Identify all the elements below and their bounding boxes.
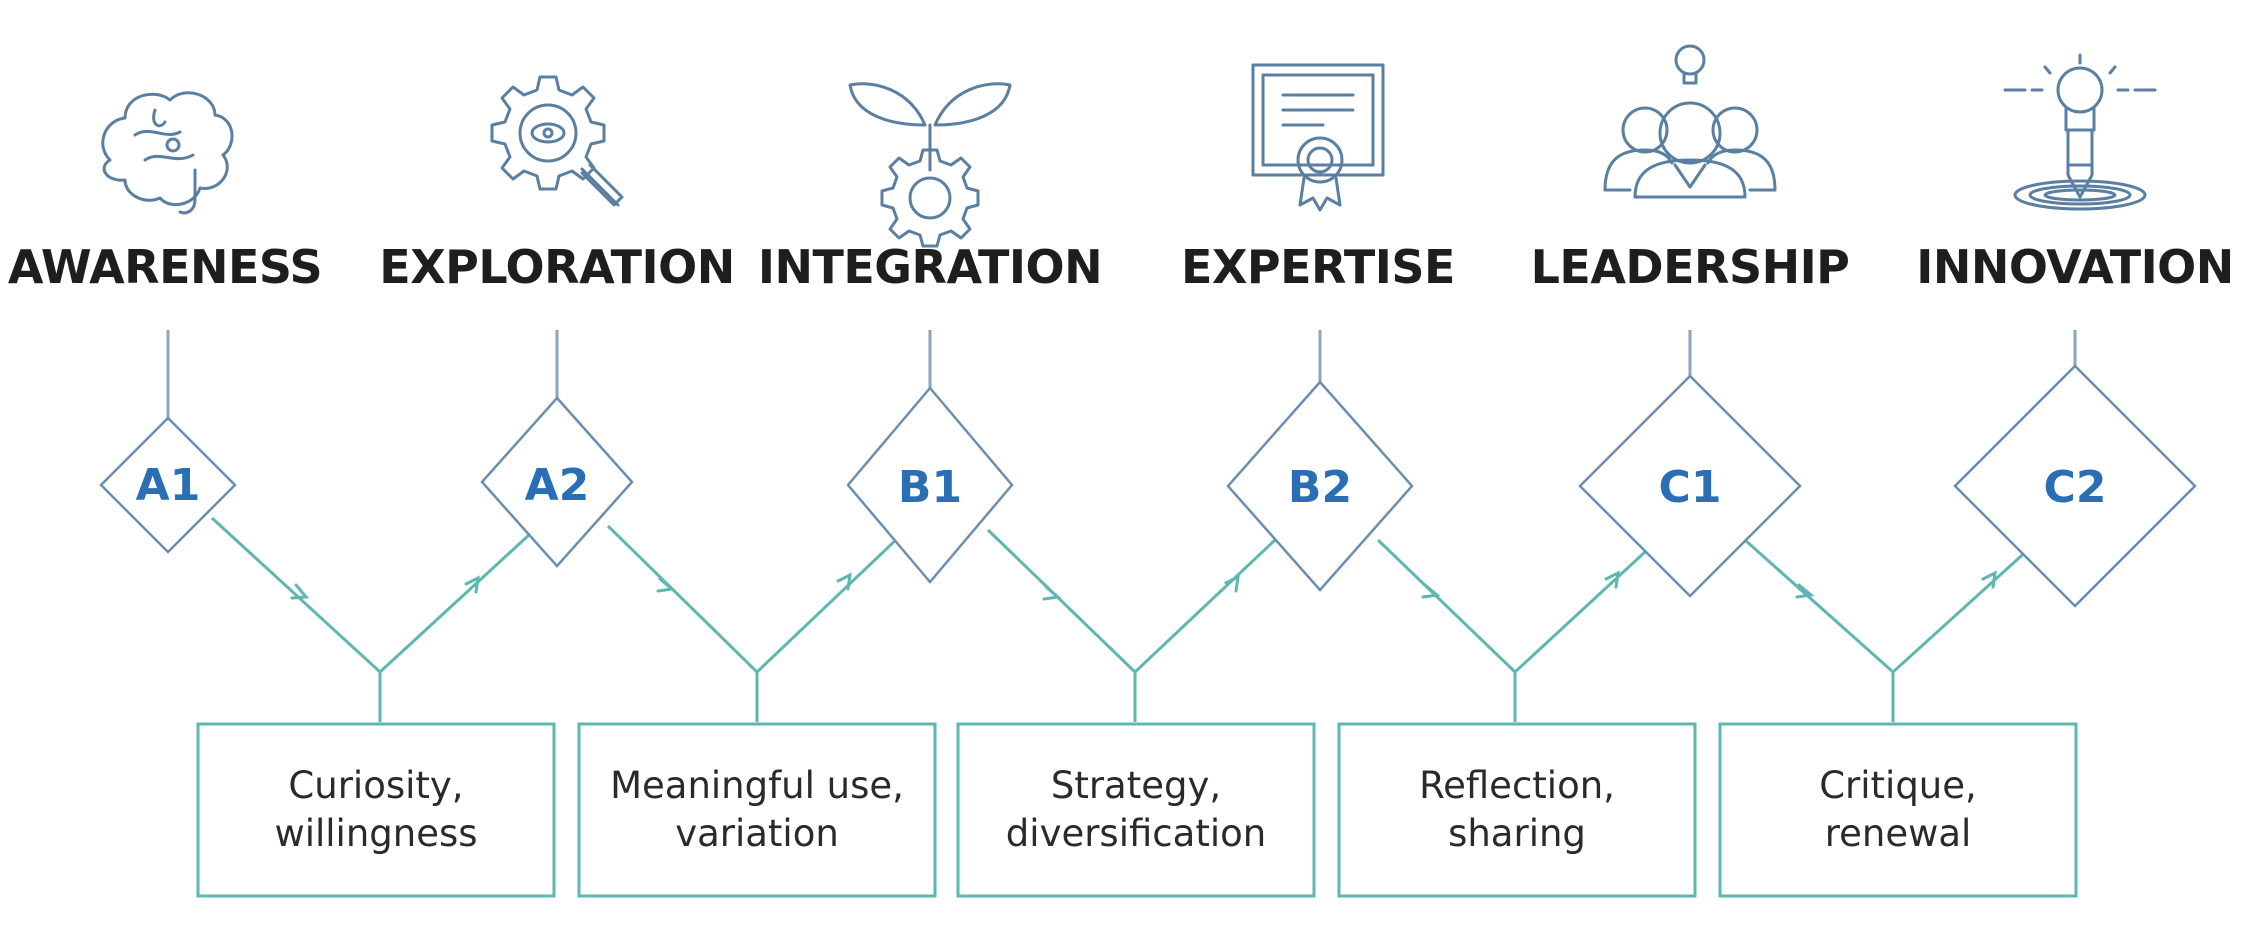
transition-box-4 — [1337, 722, 1697, 898]
team-lightbulb-icon — [1603, 44, 1777, 199]
level-diamond-a1 — [99, 416, 237, 554]
level-label-b2: B2 — [1288, 462, 1352, 513]
stage-title-leadership: LEADERSHIP — [1531, 240, 1850, 294]
transition-box-1 — [196, 722, 556, 898]
stage-title-awareness: AWARENESS — [8, 240, 322, 294]
transition-text-5b: renewal — [1825, 812, 1972, 855]
transition-text-2b: variation — [675, 812, 839, 855]
gear-magnifier-icon — [490, 75, 624, 207]
transition-text-5a: Critique, — [1819, 764, 1977, 807]
connector-4 — [1376, 538, 1647, 722]
transition-text-1b: willingness — [274, 812, 477, 855]
certificate-icon — [1251, 63, 1385, 212]
stage-title-expertise: EXPERTISE — [1181, 240, 1455, 294]
stage-title-exploration: EXPLORATION — [379, 240, 734, 294]
level-label-c1: C1 — [1659, 462, 1722, 513]
level-diamond-a2 — [480, 396, 634, 568]
stage-title-integration: INTEGRATION — [758, 240, 1102, 294]
transition-text-2a: Meaningful use, — [610, 764, 904, 807]
connector-1 — [210, 516, 532, 722]
level-label-b1: B1 — [898, 462, 962, 513]
transition-text-4a: Reflection, — [1419, 764, 1615, 807]
level-diamond-b2 — [1226, 380, 1414, 592]
transition-text-3a: Strategy, — [1051, 764, 1221, 807]
transition-box-5 — [1718, 722, 2078, 898]
connector-2 — [606, 524, 902, 722]
connector-3 — [986, 528, 1277, 722]
stage-title-innovation: INNOVATION — [1916, 240, 2234, 294]
sprout-gear-icon — [848, 82, 1012, 248]
transition-text-1a: Curiosity, — [288, 764, 463, 807]
level-diamond-b1 — [846, 386, 1014, 584]
level-label-a2: A2 — [525, 460, 590, 511]
lightbulb-pencil-icon — [2003, 53, 2157, 211]
brain-icon — [101, 91, 234, 215]
level-diamond-c1 — [1578, 374, 1802, 598]
level-diamond-c2 — [1953, 364, 2197, 608]
transition-box-3 — [956, 722, 1316, 898]
level-label-c2: C2 — [2044, 462, 2107, 513]
transition-text-4b: sharing — [1448, 812, 1586, 855]
transition-text-3b: diversification — [1006, 812, 1266, 855]
level-label-a1: A1 — [136, 460, 201, 511]
transition-box-2 — [577, 722, 937, 898]
connector-5 — [1744, 538, 2032, 722]
